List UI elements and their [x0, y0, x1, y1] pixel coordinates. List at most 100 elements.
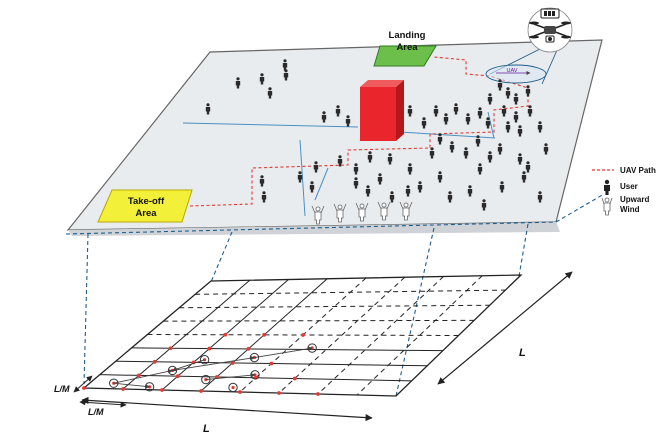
wind-figure [399, 201, 413, 221]
drone-icon [527, 7, 573, 53]
user-figure [309, 181, 315, 193]
dimension-label-right: L [519, 347, 526, 359]
user-figure [407, 105, 413, 117]
building-obstacle [360, 80, 404, 141]
uav-path [189, 56, 529, 207]
user-figure [477, 163, 483, 175]
grid-line-horizontal [179, 304, 490, 309]
user-figure [417, 181, 423, 193]
grid-line-vertical [278, 276, 406, 394]
user-figure [467, 185, 473, 197]
wind-figure [377, 201, 391, 221]
user-figure [449, 141, 455, 153]
user-figure [337, 155, 343, 167]
local-path [172, 359, 205, 372]
grid-point [214, 375, 219, 379]
projection-links [65, 193, 605, 397]
dimension-label-cell-horizontal: L/M [88, 407, 104, 417]
grid-points [82, 332, 320, 396]
grid-point [121, 387, 125, 391]
grid-point [160, 388, 164, 392]
local-path [254, 346, 313, 358]
user-figure [389, 191, 395, 203]
user-figure [485, 117, 491, 129]
user-figure [353, 163, 359, 175]
user-figure [513, 93, 519, 105]
top-plane: Landing Area Take-off Area UAV [66, 7, 603, 236]
dimension-label-cell-vertical: L/M [54, 384, 70, 394]
grid-point [277, 391, 281, 395]
user-figure [475, 135, 481, 147]
dimension-arrow-cell-horizontal [79, 399, 127, 408]
user-figure [282, 59, 288, 71]
user-figure [513, 111, 519, 123]
uav-coverage-ellipse [485, 64, 547, 84]
takeoff-area: Take-off Area [97, 189, 193, 223]
user-figure [505, 121, 511, 133]
local-path [113, 369, 173, 384]
grid-point [175, 374, 180, 379]
local-path [113, 382, 151, 389]
legend: UAV Path User Upward Wind [592, 166, 656, 216]
user-figure [353, 177, 359, 189]
user-figure [405, 185, 411, 197]
user-figure [283, 69, 289, 81]
users [205, 59, 549, 211]
dimension-arrow-bottom [81, 396, 373, 422]
grid-point [238, 390, 242, 394]
user-figure [465, 113, 471, 125]
user-figure [487, 93, 493, 105]
uav-coverage: UAV [485, 47, 559, 85]
user-figure [367, 151, 373, 163]
takeoff-label-line2: Area [135, 208, 157, 219]
wind-figure-icon [601, 197, 613, 216]
grid-point [316, 392, 320, 396]
grid-point [152, 359, 157, 364]
grid-point [230, 361, 235, 365]
user-figure [453, 103, 459, 115]
grid-point [199, 389, 203, 393]
user-figure [527, 105, 533, 117]
dimension-label-bottom: L [203, 423, 210, 435]
user-figure [267, 87, 273, 99]
user-figure [345, 115, 351, 127]
legend-wind-label-line2: Wind [620, 205, 640, 214]
user-figure [297, 171, 303, 183]
user-figure [335, 105, 341, 117]
landing-label-line1: Landing [389, 30, 426, 41]
user-figure [517, 125, 523, 137]
wind-figure [311, 205, 325, 225]
user-figure [377, 173, 383, 185]
user-figure [443, 113, 449, 125]
grid-point [292, 376, 297, 381]
grid-point [82, 386, 86, 390]
grid-point [269, 361, 274, 366]
user-marker [228, 382, 238, 393]
local-path [172, 355, 255, 371]
legend-wind-label-line1: Upward [620, 195, 649, 204]
grid-point [246, 347, 251, 351]
user-figure [487, 151, 493, 163]
user-figure [501, 105, 507, 117]
user-figure [447, 191, 453, 203]
user-figure [481, 199, 487, 211]
legend-user-label: User [620, 182, 638, 191]
grid-point [168, 346, 173, 351]
user-figure [525, 85, 531, 97]
user-figure [543, 143, 549, 155]
user-figure [525, 161, 531, 173]
user-figure [477, 107, 483, 119]
user-figure [505, 87, 511, 99]
dimension-markers: L L L/M L/M [54, 271, 573, 435]
upward-wind [311, 201, 413, 225]
landing-area: Landing Area [373, 30, 437, 67]
user-figure [365, 185, 371, 197]
uav-coverage-label: UAV [507, 68, 518, 74]
grid-line-vertical [317, 276, 444, 395]
user-figure [429, 147, 435, 159]
user-figure [321, 111, 327, 123]
grid-point [223, 332, 228, 337]
user-figure [313, 161, 319, 173]
user-figure [261, 191, 267, 203]
